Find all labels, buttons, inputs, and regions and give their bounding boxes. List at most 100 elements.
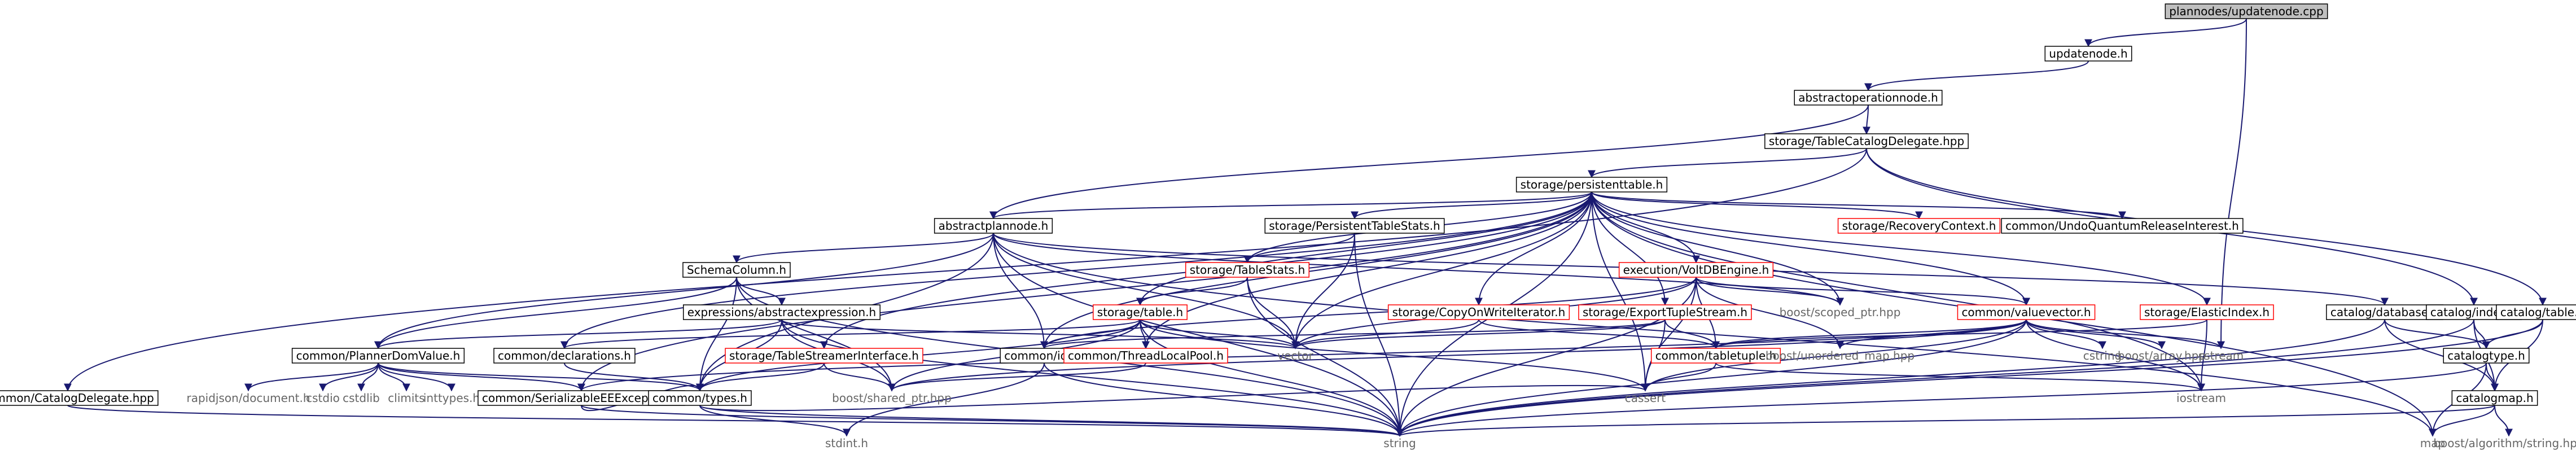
node-label: common/PlannerDomValue.h	[296, 349, 461, 362]
node-abstractplannode-h[interactable]: abstractplannode.h	[934, 218, 1053, 234]
edge-plannerdomvalue-h-to-cstdio	[319, 362, 379, 392]
edge-voltdbengine-h-to-scoped-ptr	[1696, 277, 1844, 306]
node-label: boost/shared_ptr.hpp	[832, 391, 952, 405]
edge-persistenttable-h-to-recoverycontext-h	[1591, 191, 1923, 220]
edge-abstractoperationnode-h-to-abstractplannode-h	[989, 104, 1869, 220]
edge-persistenttable-h-to-cassert	[1591, 191, 1649, 392]
edge-valuevector-h-to-sstream	[2026, 319, 2225, 349]
edge-catalogmap-h-to-map	[2429, 405, 2495, 437]
edge-elasticindex-h-to-iostream	[2197, 319, 2207, 392]
node-declarations-h[interactable]: common/declarations.h	[493, 348, 636, 364]
node-label: climits	[388, 391, 424, 405]
edge-plannerdomvalue-h-to-types-h	[378, 362, 704, 392]
node-box	[1264, 218, 1445, 234]
node-label: abstractplannode.h	[939, 219, 1049, 233]
node-string: string	[1383, 436, 1416, 450]
node-label: common/types.h	[652, 391, 747, 405]
node-tablecatalogdelegate-hpp[interactable]: storage/TableCatalogDelegate.hpp	[1764, 133, 1969, 149]
node-box	[1093, 304, 1188, 320]
node-cstring: cstring	[2083, 349, 2122, 362]
node-label: stdint.h	[825, 436, 868, 450]
edge-persistenttable-h-to-copyonwrite-h	[1475, 191, 1592, 306]
node-label: boost/unordered_map.hpp	[1765, 349, 1915, 362]
edge-persistenttable-h-to-scoped-ptr	[1591, 191, 1844, 306]
node-label: SchemaColumn.h	[687, 263, 786, 277]
edge-abstractplannode-h-to-plannerdomvalue-h	[374, 233, 994, 349]
node-catalogmap-h[interactable]: catalogmap.h	[2451, 390, 2538, 406]
node-algo-string: boost/algorithm/string.hpp	[2433, 436, 2576, 450]
edge-exporttuplestream-h-to-ids-h	[1040, 319, 1666, 349]
edge-valuevector-h-to-iostream	[2026, 319, 2205, 392]
edge-tablestreamer-h-to-shared-ptr	[823, 362, 896, 392]
edge-persistenttable-h-to-abstractplannode-h	[989, 191, 1592, 220]
node-persistenttable-h[interactable]: storage/persistenttable.h	[1515, 177, 1668, 193]
node-updatenode-h[interactable]: updatenode.h	[2044, 46, 2132, 62]
node-elasticindex-h[interactable]: storage/ElasticIndex.h	[2140, 304, 2274, 320]
node-undoquantum-h[interactable]: common/UndoQuantumReleaseInterest.h	[2001, 218, 2244, 234]
node-root[interactable]: plannodes/updatenode.cpp	[2165, 3, 2328, 19]
node-catalogtable-h[interactable]: catalog/table.h	[2496, 304, 2576, 320]
node-label: boost/algorithm/string.hpp	[2433, 436, 2576, 450]
node-copyonwrite-h[interactable]: storage/CopyOnWriteIterator.h	[1387, 304, 1570, 320]
node-persistenttablestats-h[interactable]: storage/PersistentTableStats.h	[1264, 218, 1445, 234]
node-abstractoperationnode-h[interactable]: abstractoperationnode.h	[1794, 90, 1943, 106]
node-catalogtype-h[interactable]: catalogtype.h	[2443, 348, 2530, 364]
edge-plannerdomvalue-h-to-inttypes	[378, 362, 455, 392]
node-types-h[interactable]: common/types.h	[648, 390, 752, 406]
edge-tablestreamer-h-to-types-h	[696, 362, 825, 392]
node-label: sstream	[2198, 349, 2244, 362]
edge-abstractplannode-h-to-ids-h	[993, 233, 1048, 349]
node-label: boost/array.hpp	[2118, 349, 2206, 362]
edge-tablestats-h-to-string	[1247, 277, 1404, 437]
node-plannerdomvalue-h[interactable]: common/PlannerDomValue.h	[291, 348, 465, 364]
edge-schemacolumn-h-to-types-h	[696, 277, 737, 392]
node-recoverycontext-h[interactable]: storage/RecoveryContext.h	[1837, 218, 2001, 234]
node-label: storage/RecoveryContext.h	[1842, 219, 1996, 233]
node-box	[1578, 304, 1752, 320]
edge-abstractexpression-h-to-plannerdomvalue-h	[374, 319, 782, 349]
edge-persistenttable-h-to-table-h	[1136, 191, 1592, 306]
node-exporttuplestream-h[interactable]: storage/ExportTupleStream.h	[1578, 304, 1752, 320]
node-label: storage/ExportTupleStream.h	[1583, 305, 1747, 319]
node-label: storage/TableStreamerInterface.h	[729, 349, 919, 362]
node-vector: vector	[1277, 349, 1313, 362]
node-catalogdatabase-h[interactable]: catalog/database.h	[2326, 304, 2443, 320]
node-valuevector-h[interactable]: common/valuevector.h	[1957, 304, 2096, 320]
edge-copyonwrite-h-to-tabletuple-h	[1478, 319, 1720, 349]
node-label: map	[2420, 436, 2445, 450]
node-label: rapidjson/document.h	[187, 391, 310, 405]
node-voltdbengine-h[interactable]: execution/VoltDBEngine.h	[1618, 262, 1774, 278]
node-abstractexpression-h[interactable]: expressions/abstractexpression.h	[683, 304, 880, 320]
edge-valuevector-h-to-boost-array	[2026, 319, 2166, 349]
node-catalogdelegate-hpp[interactable]: common/CatalogDelegate.hpp	[0, 390, 159, 406]
node-label: common/declarations.h	[498, 349, 631, 362]
edge-tabletuple-h-to-iostream	[1715, 362, 2205, 392]
node-tablestreamer-h[interactable]: storage/TableStreamerInterface.h	[725, 348, 923, 364]
edge-table-h-to-declarations-h	[560, 319, 1141, 349]
edge-catalogmap-h-to-string	[1396, 405, 2495, 437]
edge-updatenode-h-to-abstractoperationnode-h	[1864, 60, 2089, 91]
node-label: common/valuevector.h	[1961, 305, 2091, 319]
node-label: iostream	[2176, 391, 2226, 405]
node-tabletuple-h[interactable]: common/tabletuple.h	[1650, 348, 1781, 364]
node-box	[683, 304, 880, 320]
edge-plannerdomvalue-h-to-climits	[378, 362, 410, 392]
node-tablestats-h[interactable]: storage/TableStats.h	[1185, 262, 1310, 278]
node-box	[648, 390, 752, 406]
edge-persistenttable-h-to-exporttuplestream-h	[1591, 191, 1669, 306]
node-label: abstractoperationnode.h	[1798, 91, 1938, 104]
node-schemacolumn-h[interactable]: SchemaColumn.h	[682, 262, 791, 278]
node-label: storage/PersistentTableStats.h	[1269, 219, 1440, 233]
node-threadlocalpool-h[interactable]: common/ThreadLocalPool.h	[1063, 348, 1228, 364]
node-cstdlib: cstdlib	[343, 391, 380, 405]
node-label: storage/ElasticIndex.h	[2144, 305, 2270, 319]
node-label: vector	[1277, 349, 1313, 362]
edge-schemacolumn-h-to-plannerdomvalue-h	[374, 277, 737, 349]
edge-types-h-to-stdint	[699, 405, 851, 437]
edge-abstractexpression-h-to-string	[781, 319, 1404, 437]
node-label: storage/TableCatalogDelegate.hpp	[1769, 134, 1964, 148]
node-table-h[interactable]: storage/table.h	[1093, 304, 1188, 320]
edge-persistenttable-h-to-elasticindex-h	[1591, 191, 2211, 306]
node-label: catalog/table.h	[2500, 305, 2576, 319]
